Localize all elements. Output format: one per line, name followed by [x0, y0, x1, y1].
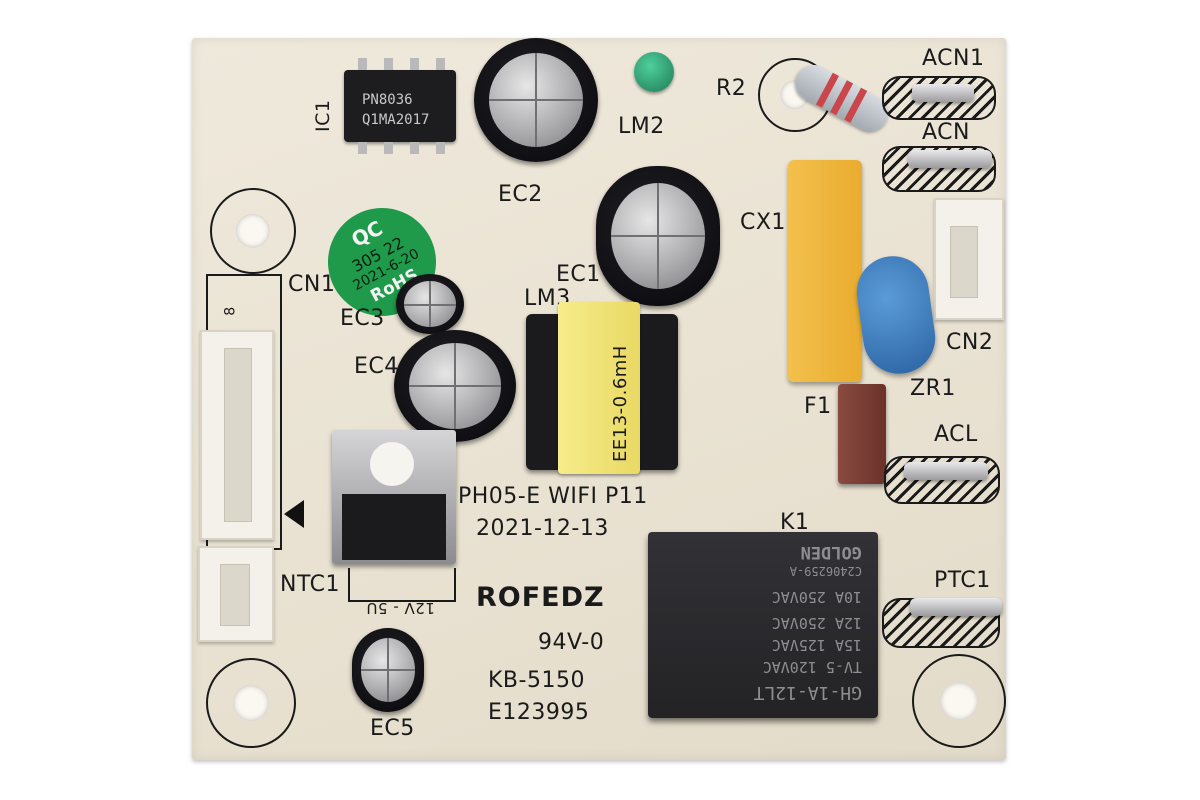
- cn1-label: CN1: [288, 272, 336, 297]
- relay-line6: C2406259-A: [789, 564, 862, 578]
- acn1-label: ACN1: [922, 46, 985, 71]
- relay-brand: GOLDEN: [800, 542, 862, 562]
- acl-terminal: [904, 462, 988, 480]
- voltage-regulator: [332, 430, 456, 564]
- mounting-hole-bottom-left: [206, 658, 296, 748]
- lm2-label: LM2: [618, 114, 665, 139]
- ec2-label: EC2: [498, 182, 543, 207]
- connector-ntc1: [198, 546, 274, 642]
- board-date: 2021-12-13: [476, 516, 609, 541]
- flammability-rating: 94V-0: [538, 630, 605, 655]
- connector-cn2: [934, 198, 1004, 320]
- cn2-label: CN2: [946, 330, 994, 355]
- relay-text-block: GH-1A-12LT TV-5 120VAC 15A 125VAC 12A 25…: [662, 542, 862, 703]
- mounting-hole-top-left: [210, 188, 296, 274]
- acn1-pad: [882, 76, 996, 120]
- connector-cn1: [200, 330, 274, 540]
- relay-line4: 12A 250VAC: [771, 614, 862, 632]
- zr1-label: ZR1: [910, 376, 956, 401]
- ec5-label: EC5: [370, 716, 415, 741]
- ntc1-label: NTC1: [280, 572, 340, 597]
- pin1-marker-triangle: [284, 500, 304, 528]
- acn-terminal: [908, 150, 992, 168]
- varistor-zr1: [852, 251, 940, 379]
- cn1-pin-label: 8: [222, 306, 239, 316]
- ec3-label: EC3: [340, 306, 385, 331]
- f1-label: F1: [804, 394, 832, 419]
- relay-line5: 10A 250VAC: [771, 588, 862, 606]
- relay-line3: 15A 125VAC: [771, 636, 862, 654]
- model-number: KB-5150: [488, 668, 585, 693]
- acn-label: ACN: [922, 120, 970, 145]
- transformer-tape: EE13-0.6mH: [558, 302, 640, 474]
- brand-logo: ROFEDZ: [476, 582, 605, 613]
- capacitor-ec2: [474, 38, 598, 162]
- inductor-lm2: [634, 52, 674, 92]
- relay-line1: GH-1A-12LT: [753, 682, 862, 703]
- fuse-f1: [838, 384, 886, 484]
- k1-label: K1: [780, 510, 810, 535]
- ptc1-label: PTC1: [934, 568, 991, 593]
- ec1-label: EC1: [556, 262, 601, 287]
- relay-line2: TV-5 120VAC: [762, 658, 862, 676]
- acn1-terminal: [912, 84, 974, 102]
- capacitor-cx1: [788, 160, 862, 382]
- ic1-marking-line1: PN8036: [362, 92, 413, 108]
- capacitor-ec3: [396, 274, 464, 334]
- r2-label: R2: [716, 76, 747, 101]
- ptc1-terminal: [910, 598, 1002, 616]
- certification-number: E123995: [488, 700, 590, 725]
- capacitor-ec1: [596, 166, 720, 306]
- board-name: PH05-E WIFI P11: [458, 484, 648, 509]
- ic1-marking-line2: Q1MA2017: [362, 112, 430, 128]
- relay-k1: GH-1A-12LT TV-5 120VAC 15A 125VAC 12A 25…: [648, 532, 878, 718]
- ec4-label: EC4: [354, 354, 399, 379]
- regulator-note: 12V - 5U: [366, 599, 435, 617]
- pcb-board: IC1 PN8036 Q1MA2017 EC2 LM2 R2 ACN1 ACN …: [192, 38, 1006, 760]
- ic1-label: IC1: [312, 99, 334, 132]
- acl-label: ACL: [934, 422, 978, 447]
- ic1-chip: PN8036 Q1MA2017: [344, 58, 456, 154]
- mounting-hole-bottom-right: [912, 654, 1006, 748]
- capacitor-ec4: [394, 330, 516, 442]
- regulator-outline: [348, 568, 456, 602]
- capacitor-ec5: [352, 628, 424, 712]
- cx1-label: CX1: [740, 210, 786, 235]
- transformer-label: EE13-0.6mH: [610, 345, 631, 462]
